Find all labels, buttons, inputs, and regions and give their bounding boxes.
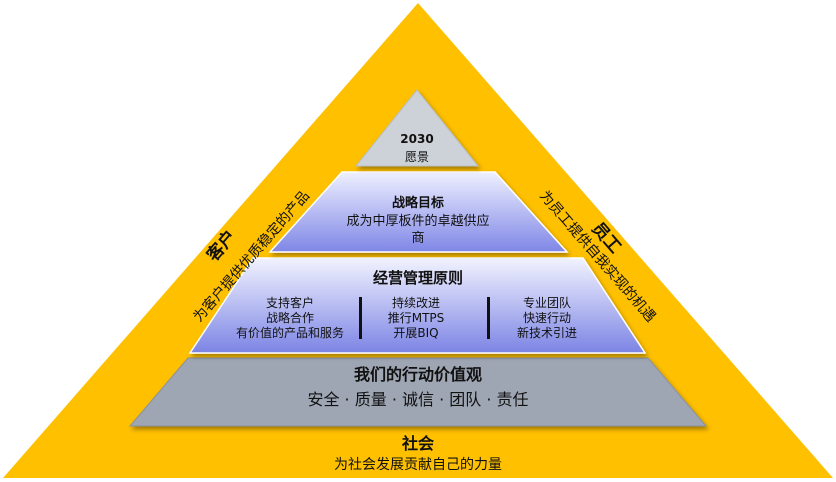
society-title: 社会: [401, 434, 434, 453]
vision-label: 愿景: [404, 150, 429, 164]
vision-year: 2030: [400, 132, 434, 146]
strategy-line-1: 成为中厚板件的卓越供应: [346, 214, 490, 229]
values-band: [128, 357, 708, 427]
principle-col-2-line-1: 持续改进: [391, 296, 440, 310]
values-title: 我们的行动价值观: [353, 365, 482, 384]
principle-col-3-line-1: 专业团队: [522, 296, 571, 310]
principles-band: [188, 257, 647, 354]
principle-col-2-line-3: 开展BIQ: [393, 326, 439, 340]
principle-col-3-line-2: 快速行动: [522, 311, 571, 325]
vision-triangle: [354, 89, 480, 167]
strategy-band: [268, 171, 569, 253]
values-items: 安全 · 质量 · 诚信 · 团队 · 责任: [307, 390, 529, 409]
principle-col-1-line-1: 支持客户: [265, 296, 314, 310]
strategy-line-2: 商: [411, 231, 425, 246]
strategy-title: 战略目标: [391, 196, 444, 211]
society-subtitle: 为社会发展贡献自己的力量: [334, 457, 502, 473]
principles-separator-2: [487, 297, 490, 339]
principles-separator-1: [359, 297, 362, 339]
principle-col-1-line-3: 有价值的产品和服务: [235, 326, 344, 340]
principle-col-2-line-2: 推行MTPS: [387, 311, 445, 325]
principles-title: 经营管理原则: [372, 269, 463, 287]
principle-col-1-line-2: 战略合作: [265, 311, 314, 325]
principle-col-3-line-3: 新技术引进: [516, 326, 577, 340]
